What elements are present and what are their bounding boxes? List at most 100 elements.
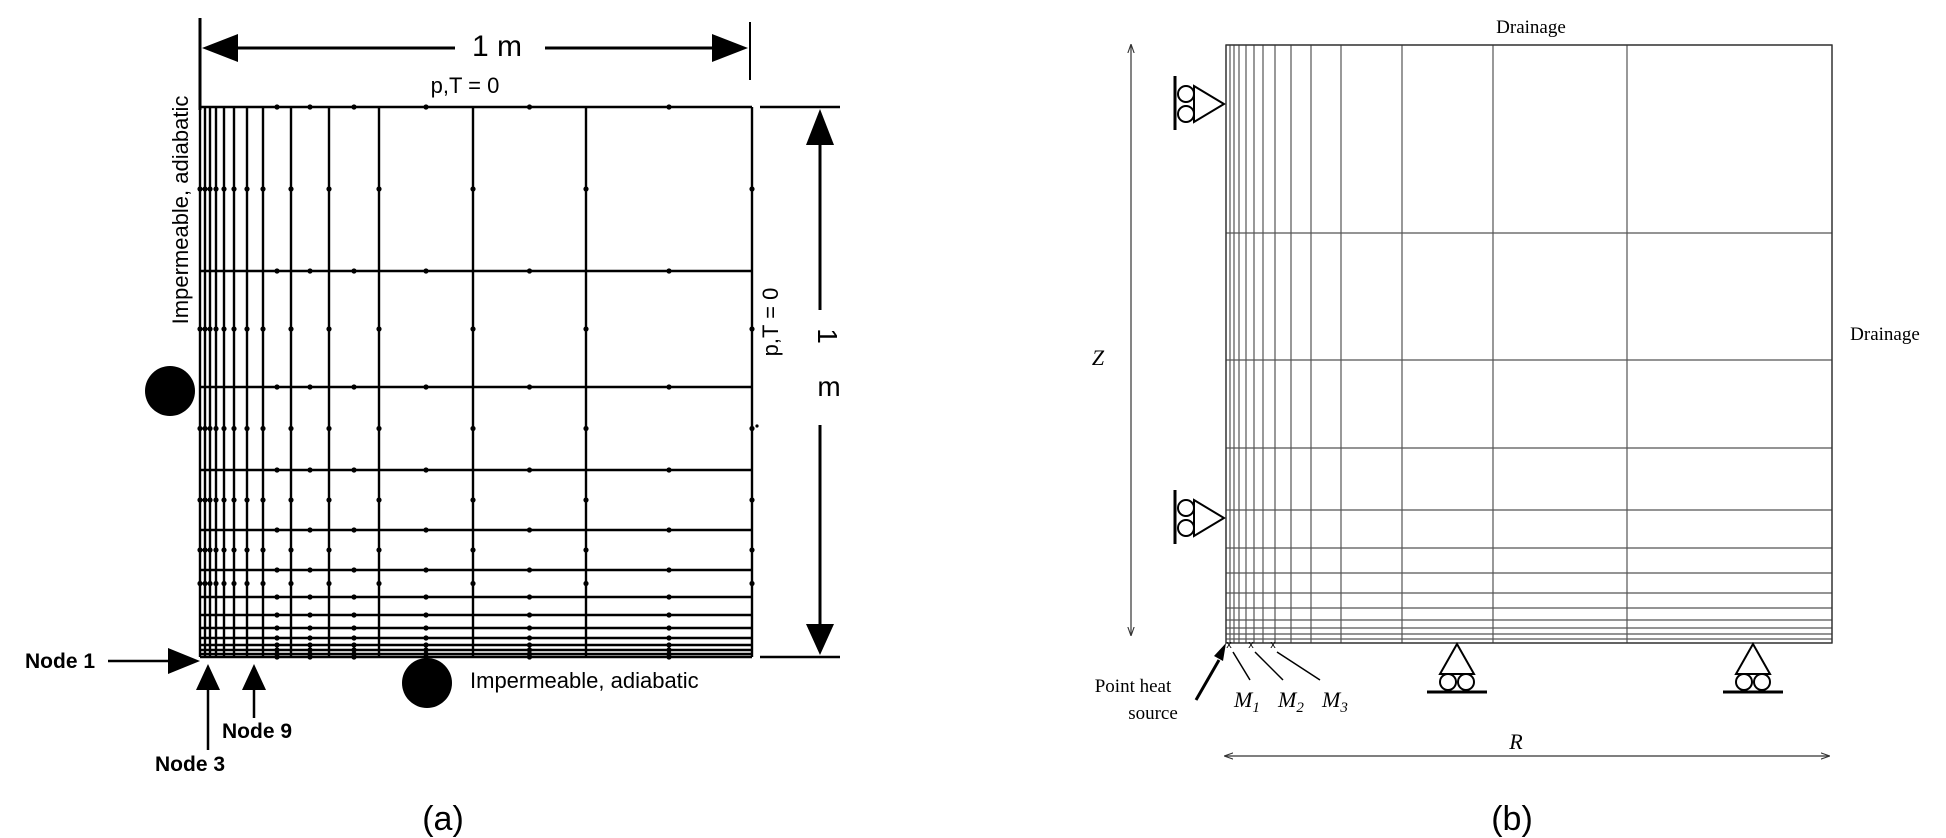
mesh-a-node-dot [244,326,250,332]
mesh-a-node-dot [207,425,213,432]
mesh-a-node-dot [274,104,280,110]
heat-source-label-line-1: Point heat [1095,676,1172,697]
mesh-a [197,104,755,660]
height-arrow-top [806,109,834,145]
mesh-a-node-dot [288,497,294,503]
mesh-a-node-dot [244,425,250,432]
mesh-a-node-dot [351,635,357,641]
left-boundary-marker [145,366,195,416]
mesh-a-node-dot [526,642,533,648]
mesh-a-node-dot [202,326,208,332]
mesh-a-node-dot [526,268,533,274]
mesh-a-node-dot [749,186,755,192]
mesh-a-node-dot [351,647,357,653]
mesh-a-node-dot [351,384,357,390]
mesh-a-node-dot [221,497,227,503]
mesh-a-node-dot [197,497,203,503]
mesh-a-node-dot [583,186,589,192]
mesh-a-node-dot [288,186,294,192]
mesh-a-node-dot [213,497,219,503]
panel-a: 1 m p,T = 0 1 m p,T = 0 Impermeable, adi… [25,18,843,838]
mesh-a-node-dot [231,425,237,432]
mesh-a-node-dot [666,104,672,110]
monitor-point-m1-mark: x [1226,639,1232,651]
mesh-a-node-dot [326,497,332,503]
mesh-a-node-dot [526,384,533,390]
mesh-a-node-dot [260,547,266,553]
mesh-a-node-dot [274,647,280,653]
bottom-boundary-marker [402,658,452,708]
mesh-a-node-dot [666,567,672,573]
mesh-a-node-dot [423,104,429,110]
mesh-a-node-dot [351,527,357,533]
mesh-a-node-dot [221,580,227,587]
monitor-point-m2-mark: x [1248,639,1254,651]
mesh-a-node-dot [231,186,237,192]
mesh-a-node-dot [197,547,203,553]
mesh-a-node-dot [526,635,533,641]
mesh-b [1225,44,1833,644]
mesh-a-node-dot [666,384,672,390]
mesh-a-node-dot [307,467,313,473]
mesh-a-node-dot [202,497,208,503]
mesh-a-node-dot [666,467,672,473]
mesh-a-node-dot [202,580,208,587]
mesh-a-node-dot [307,654,313,660]
mesh-a-node-dot [583,547,589,553]
mesh-a-node-dot [376,425,382,432]
right-boundary-label: p,T = 0 [758,288,783,357]
node-9-arrow-head [242,664,266,690]
mesh-a-node-dot [470,326,476,332]
mesh-a-node-dot [274,268,280,274]
mesh-a-node-dot [526,467,533,473]
mesh-a-node-dot [231,497,237,503]
mesh-a-node-dot [307,594,313,600]
heat-source-arrow-head [1214,643,1226,661]
node-3-label: Node 3 [155,753,225,776]
mesh-a-node-dot [202,425,208,432]
mesh-a-node-dot [423,594,429,600]
mesh-a-node-dot [749,425,755,432]
width-arrow-right [712,34,748,62]
panel-a-caption: (a) [422,800,464,838]
mesh-a-node-dot [307,625,313,631]
mesh-a-node-dot [231,580,237,587]
mesh-a-node-dot [423,268,429,274]
mesh-a-node-dot [231,326,237,332]
mesh-a-node-dot [470,425,476,432]
mesh-a-node-dot [526,104,533,110]
mesh-a-node-dot [470,580,476,587]
height-label-one: 1 [812,328,843,344]
mesh-a-node-dot [213,425,219,432]
mesh-a-node-dot [526,654,533,660]
mesh-a-node-dot [260,497,266,503]
mesh-a-node-dot [221,326,227,332]
mesh-a-node-dot [326,580,332,587]
mesh-a-node-dot [666,612,672,618]
mesh-a-node-dot [351,612,357,618]
mesh-a-node-dot [351,104,357,110]
mesh-a-node-dot [197,580,203,587]
mesh-a-node-dot [307,527,313,533]
mesh-a-node-dot [749,326,755,332]
mesh-a-node-dot [274,612,280,618]
mesh-a-node-dot [326,547,332,553]
mesh-a-node-dot [423,642,429,648]
node-3-arrow-head [196,664,220,690]
right-edge-dot [755,424,759,428]
mesh-a-node-dot [307,635,313,641]
mesh-a-node-dot [274,654,280,660]
mesh-a-node-dot [666,268,672,274]
mesh-a-node-dot [423,527,429,533]
mesh-a-node-dot [274,384,280,390]
mesh-a-node-dot [666,527,672,533]
mesh-a-node-dot [260,326,266,332]
monitor-point-m2-label: M2 [1277,687,1304,716]
mesh-a-node-dot [526,567,533,573]
mesh-a-node-dot [526,594,533,600]
top-drainage-label: Drainage [1496,17,1566,38]
mesh-a-node-dot [213,326,219,332]
mesh-a-node-dot [307,612,313,618]
mesh-a-node-dot [326,425,332,432]
